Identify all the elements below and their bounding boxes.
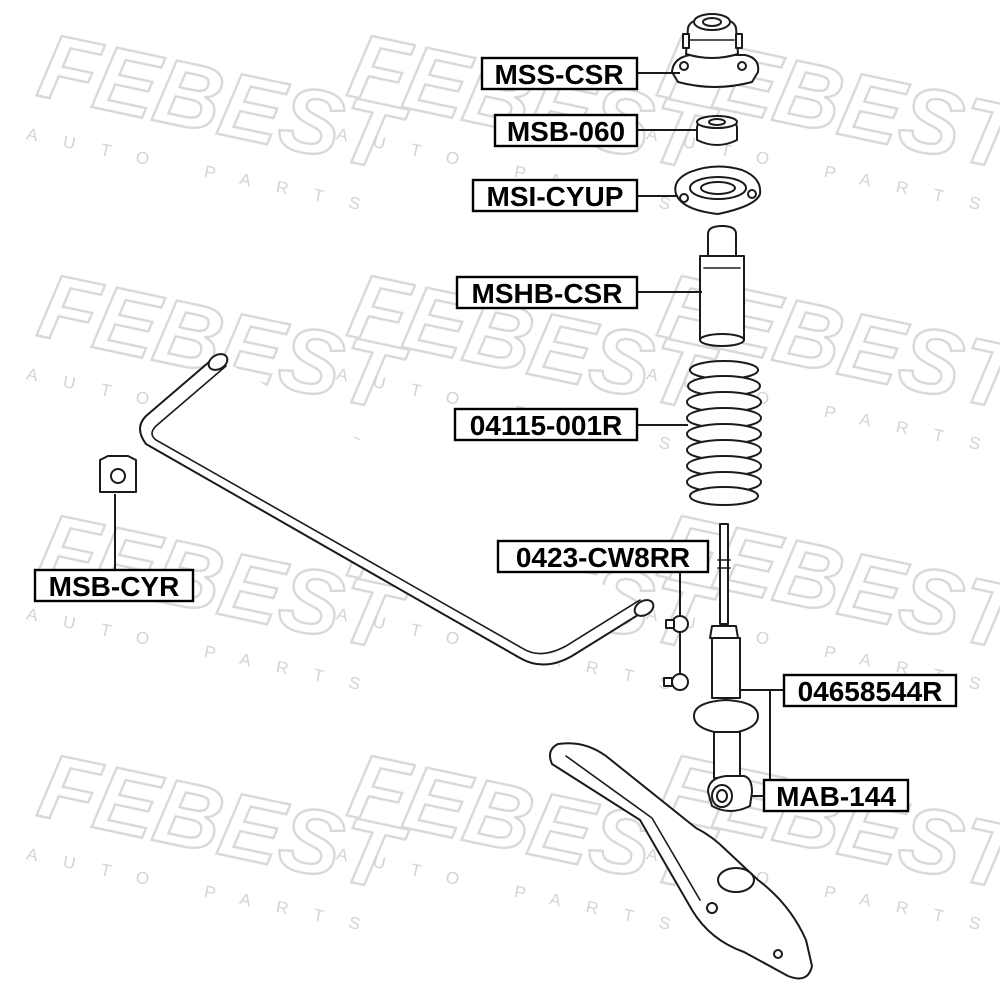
lower-arm-drawing (549, 742, 813, 980)
bump-stop-drawing (699, 225, 745, 347)
label-spring-text: 04115-001R (470, 410, 623, 441)
stab-link-drawing (663, 615, 689, 691)
label-stab-link-text: 0423-CW8RR (516, 542, 690, 573)
coil-spring-drawing (686, 360, 762, 506)
label-msb-060-text: MSB-060 (507, 116, 625, 147)
label-spring[interactable]: 04115-001R (453, 407, 639, 442)
label-stab-link[interactable]: 0423-CW8RR (496, 539, 710, 574)
label-msb-cyr[interactable]: MSB-CYR (33, 568, 195, 603)
strut-mount-drawing (671, 13, 760, 88)
label-msb-cyr-text: MSB-CYR (49, 571, 180, 602)
stab-bushing-drawing (99, 455, 137, 493)
label-mshb-csr-text: MSHB-CSR (472, 278, 623, 309)
label-mab-144[interactable]: MAB-144 (762, 778, 910, 813)
stabilizer-bar-drawing (139, 353, 655, 666)
label-msi-cyup-text: MSI-CYUP (487, 181, 624, 212)
shock-absorber-drawing (693, 523, 759, 812)
label-msi-cyup[interactable]: MSI-CYUP (471, 178, 639, 213)
spring-insulator-drawing (674, 165, 762, 215)
label-msb-060[interactable]: MSB-060 (493, 113, 639, 148)
label-mss-csr-text: MSS-CSR (494, 59, 623, 90)
watermark-cell: FEBEST AUTO PARTS (645, 494, 1000, 700)
bushing-drawing (696, 115, 738, 146)
label-mab-144-text: MAB-144 (776, 781, 896, 812)
label-shock[interactable]: 04658544R (782, 673, 958, 708)
label-shock-text: 04658544R (798, 676, 943, 707)
label-mss-csr[interactable]: MSS-CSR (480, 56, 639, 91)
label-mshb-csr[interactable]: MSHB-CSR (455, 275, 639, 310)
